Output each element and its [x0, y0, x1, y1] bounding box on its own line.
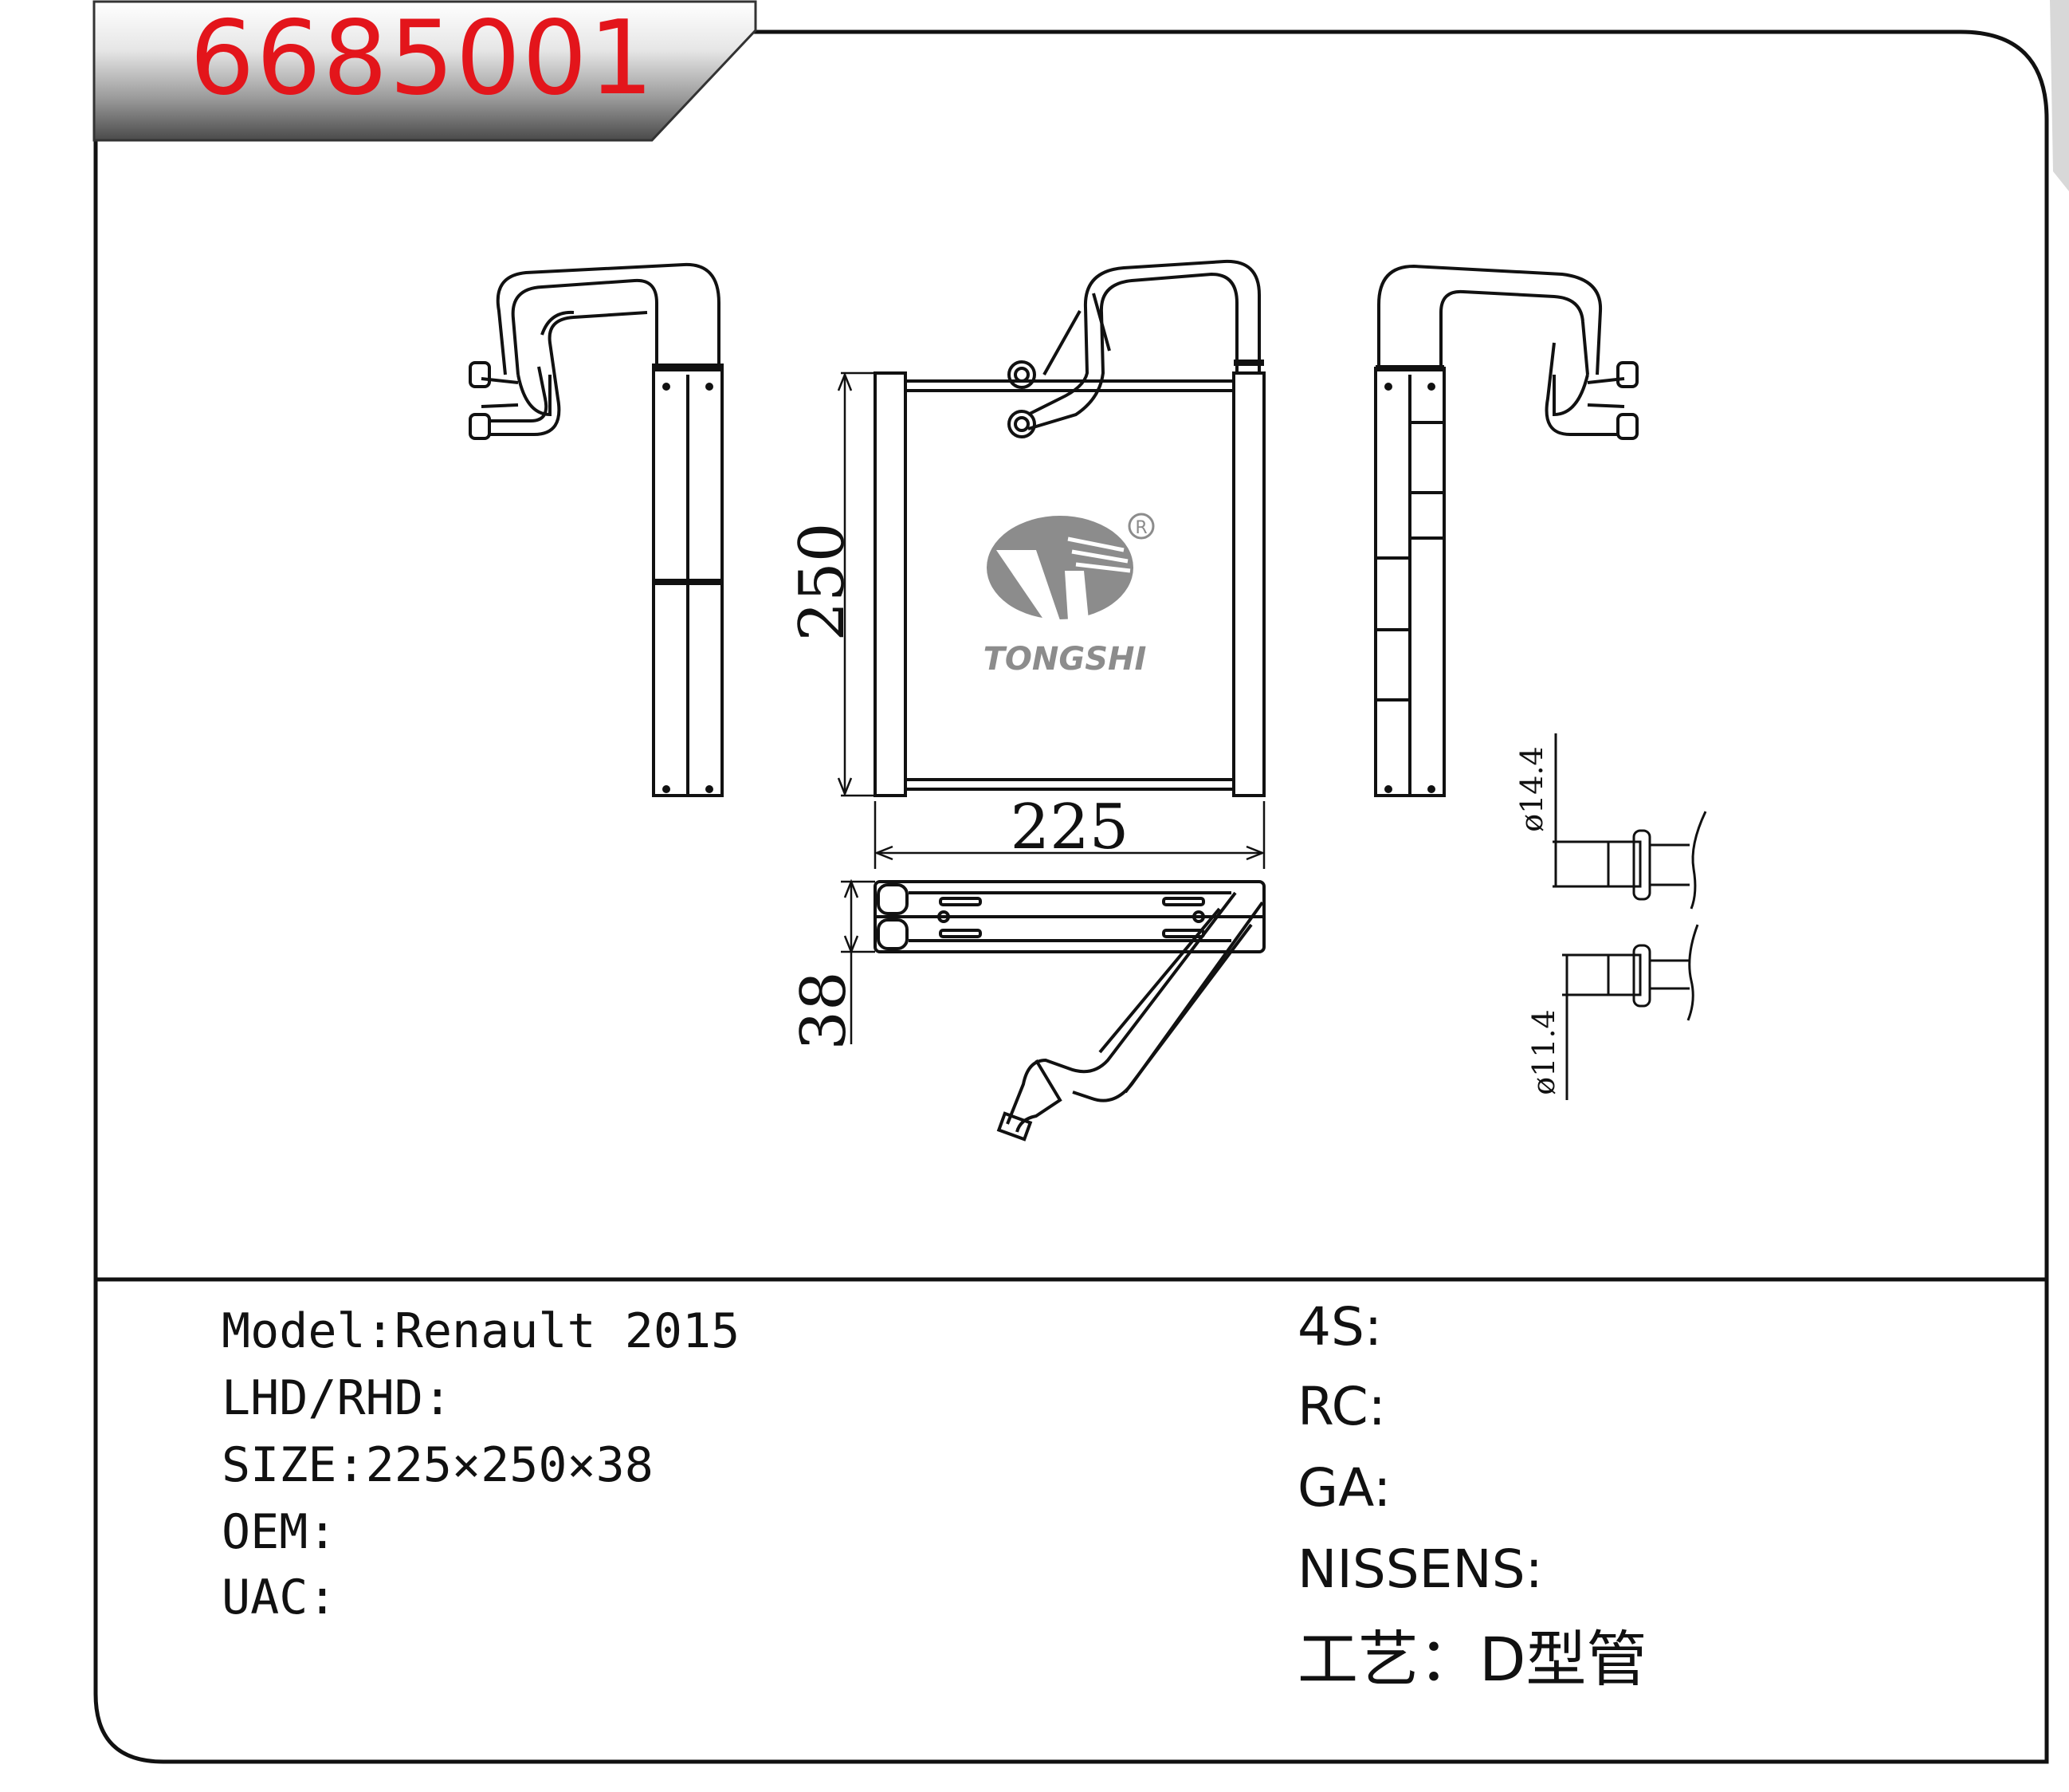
- spec-ga-label: GA: [1298, 1457, 1374, 1519]
- registered-mark-icon: [1128, 513, 1155, 540]
- spec-process-label: 工艺: [1298, 1624, 1419, 1695]
- spec-model-label: Model: [222, 1303, 366, 1359]
- spec-size: SIZE:225×250×38: [222, 1437, 654, 1493]
- spec-model-value: Renault 2015: [394, 1303, 740, 1359]
- spec-size-value: 225×250×38: [365, 1437, 654, 1493]
- spec-rc: RC:: [1298, 1376, 1386, 1437]
- spec-uac-label: UAC: [222, 1570, 308, 1625]
- pipe-inner-diameter: ø11.4: [1526, 1009, 1561, 1095]
- dim-height-label: 250: [787, 523, 858, 642]
- spec-rc-label: RC: [1298, 1376, 1368, 1437]
- spec-process-value: D型管: [1479, 1624, 1647, 1695]
- left-side-view: [469, 262, 724, 797]
- page-curl-shadow: [2050, 0, 2069, 191]
- spec-oem: OEM:: [222, 1504, 337, 1560]
- spec-nissens: NISSENS:: [1298, 1539, 1543, 1600]
- spec-process: 工艺：D型管: [1298, 1624, 1647, 1695]
- spec-nissens-label: NISSENS: [1298, 1539, 1525, 1600]
- part-number: 6685001: [190, 0, 656, 118]
- pipe-outer-diameter: ø14.4: [1514, 746, 1549, 832]
- spec-lhd-rhd: LHD/RHD:: [222, 1370, 452, 1426]
- registered-mark: R: [1135, 518, 1147, 538]
- spec-ga: GA:: [1298, 1457, 1392, 1519]
- spec-4s: 4S:: [1298, 1296, 1383, 1358]
- spec-uac: UAC:: [222, 1570, 337, 1625]
- spec-model: Model:Renault 2015: [222, 1303, 740, 1359]
- bottom-view: [874, 880, 1266, 1142]
- spec-4s-label: 4S: [1298, 1296, 1364, 1358]
- brand-name: TONGSHI: [983, 641, 1147, 678]
- dim-depth-label: 38: [788, 971, 860, 1050]
- dim-width-label: 225: [1011, 792, 1129, 863]
- spec-oem-label: OEM: [222, 1504, 308, 1560]
- spec-lhd-rhd-label: LHD/RHD: [222, 1370, 423, 1426]
- front-view-core: [874, 259, 1266, 797]
- frame-border: [93, 29, 2049, 1764]
- fitting-detail: [1553, 733, 1707, 1100]
- tongshi-logo: R TONGSHI: [983, 513, 1155, 678]
- spec-size-label: SIZE: [222, 1437, 337, 1493]
- title-banner: [92, 0, 757, 142]
- right-side-view: [1374, 264, 1639, 797]
- dimension-lines: [837, 371, 1266, 1044]
